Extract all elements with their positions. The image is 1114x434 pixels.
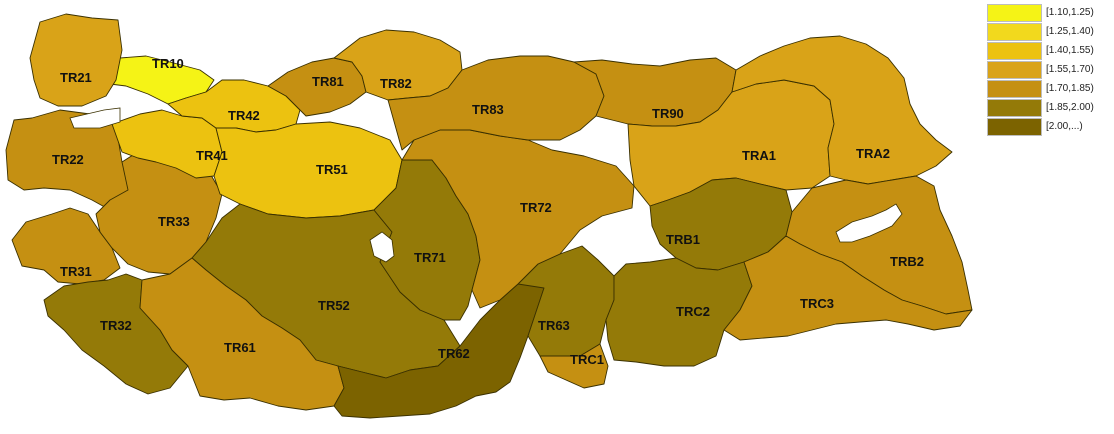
legend-label: [1.40,1.55): [1046, 45, 1094, 56]
region-tr21: [29, 13, 123, 107]
lakes: [69, 107, 903, 263]
region-tr42: [167, 79, 301, 133]
region-label-tr71: TR71: [414, 250, 446, 265]
region-tr63: [517, 245, 615, 357]
region-label-tr63: TR63: [538, 318, 570, 333]
region-label-trc2: TRC2: [676, 304, 710, 319]
legend: [1.10,1.25) [1.25,1.40) [1.40,1.55) [1.55,1…: [987, 3, 1094, 136]
region-label-trb2: TRB2: [890, 254, 924, 269]
legend-swatch: [987, 41, 1042, 60]
lake-2: [835, 203, 903, 243]
region-tra2: [731, 35, 953, 185]
region-label-tr61: TR61: [224, 340, 256, 355]
region-label-trc1: TRC1: [570, 352, 604, 367]
lake-3: [69, 107, 121, 129]
legend-swatch: [987, 22, 1042, 41]
region-label-tra1: TRA1: [742, 148, 776, 163]
legend-swatch: [987, 3, 1042, 22]
region-label-tra2: TRA2: [856, 146, 890, 161]
region-label-tr52: TR52: [318, 298, 350, 313]
legend-swatch: [987, 98, 1042, 117]
region-label-tr51: TR51: [316, 162, 348, 177]
region-trc1: [539, 343, 609, 389]
region-label-tr42: TR42: [228, 108, 260, 123]
region-label-tr83: TR83: [472, 102, 504, 117]
region-tr31: [11, 207, 121, 285]
legend-label: [1.85,2.00): [1046, 102, 1094, 113]
region-label-trb1: TRB1: [666, 232, 700, 247]
region-label-tr32: TR32: [100, 318, 132, 333]
region-label-tr90: TR90: [652, 106, 684, 121]
legend-label: [1.10,1.25): [1046, 7, 1094, 18]
region-label-tr81: TR81: [312, 74, 344, 89]
legend-item: [1.25,1.40): [987, 22, 1094, 41]
region-label-trc3: TRC3: [800, 296, 834, 311]
region-tr51: [213, 121, 403, 219]
region-label-tr10: TR10: [152, 56, 184, 71]
legend-swatch: [987, 117, 1042, 136]
region-label-tr62: TR62: [438, 346, 470, 361]
region-label-tr22: TR22: [52, 152, 84, 167]
legend-label: [1.70,1.85): [1046, 83, 1094, 94]
legend-swatch: [987, 60, 1042, 79]
region-label-tr82: TR82: [380, 76, 412, 91]
region-label-tr33: TR33: [158, 214, 190, 229]
lake-1: [369, 231, 395, 263]
legend-item: [1.40,1.55): [987, 41, 1094, 60]
region-label-tr21: TR21: [60, 70, 92, 85]
region-label-tr31: TR31: [60, 264, 92, 279]
legend-item: [1.55,1.70): [987, 60, 1094, 79]
legend-item: [1.70,1.85): [987, 79, 1094, 98]
region-trc3: [723, 235, 973, 341]
legend-label: [2.00,...): [1046, 121, 1083, 132]
legend-item: [2.00,...): [987, 117, 1094, 136]
region-shapes: [5, 13, 973, 419]
legend-item: [1.85,2.00): [987, 98, 1094, 117]
legend-label: [1.25,1.40): [1046, 26, 1094, 37]
region-label-tr72: TR72: [520, 200, 552, 215]
region-label-tr41: TR41: [196, 148, 228, 163]
legend-swatch: [987, 79, 1042, 98]
legend-item: [1.10,1.25): [987, 3, 1094, 22]
legend-label: [1.55,1.70): [1046, 64, 1094, 75]
